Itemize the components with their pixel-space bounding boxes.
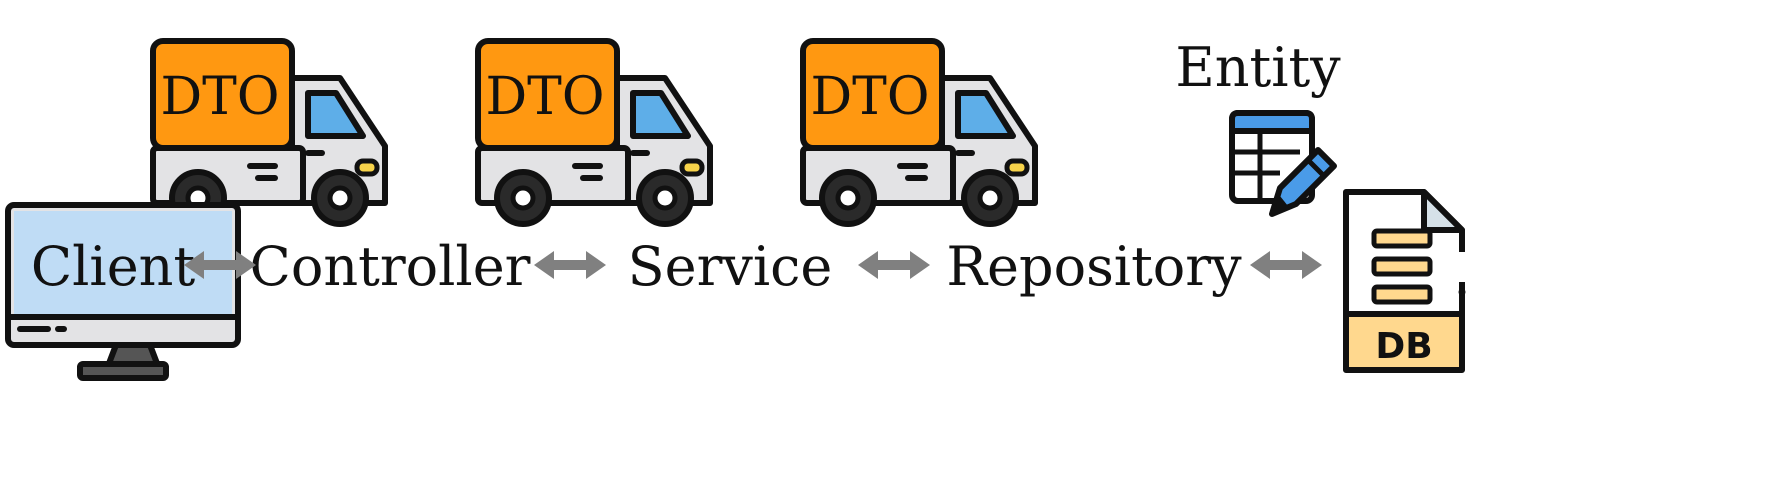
double-arrow-icon [534, 251, 606, 279]
client-label: Client [31, 235, 196, 298]
controller-label: Controller [250, 235, 531, 298]
double-arrow-icon [1250, 251, 1322, 279]
dto-truck-1: DTO [153, 41, 385, 224]
db-label: DB [1375, 326, 1432, 367]
dto-truck-3: DTO [803, 41, 1035, 224]
truck-cargo-label: DTO [160, 67, 279, 127]
repository-label: Repository [946, 235, 1242, 298]
truck-cargo-label: DTO [810, 67, 929, 127]
db-document-icon [1343, 189, 1466, 373]
entity-table-edit-icon [1229, 110, 1337, 217]
double-arrow-icon [858, 251, 930, 279]
dto-truck-2: DTO [478, 41, 710, 224]
entity-label: Entity [1175, 36, 1341, 99]
truck-cargo-label: DTO [485, 67, 604, 127]
service-label: Service [628, 235, 833, 298]
